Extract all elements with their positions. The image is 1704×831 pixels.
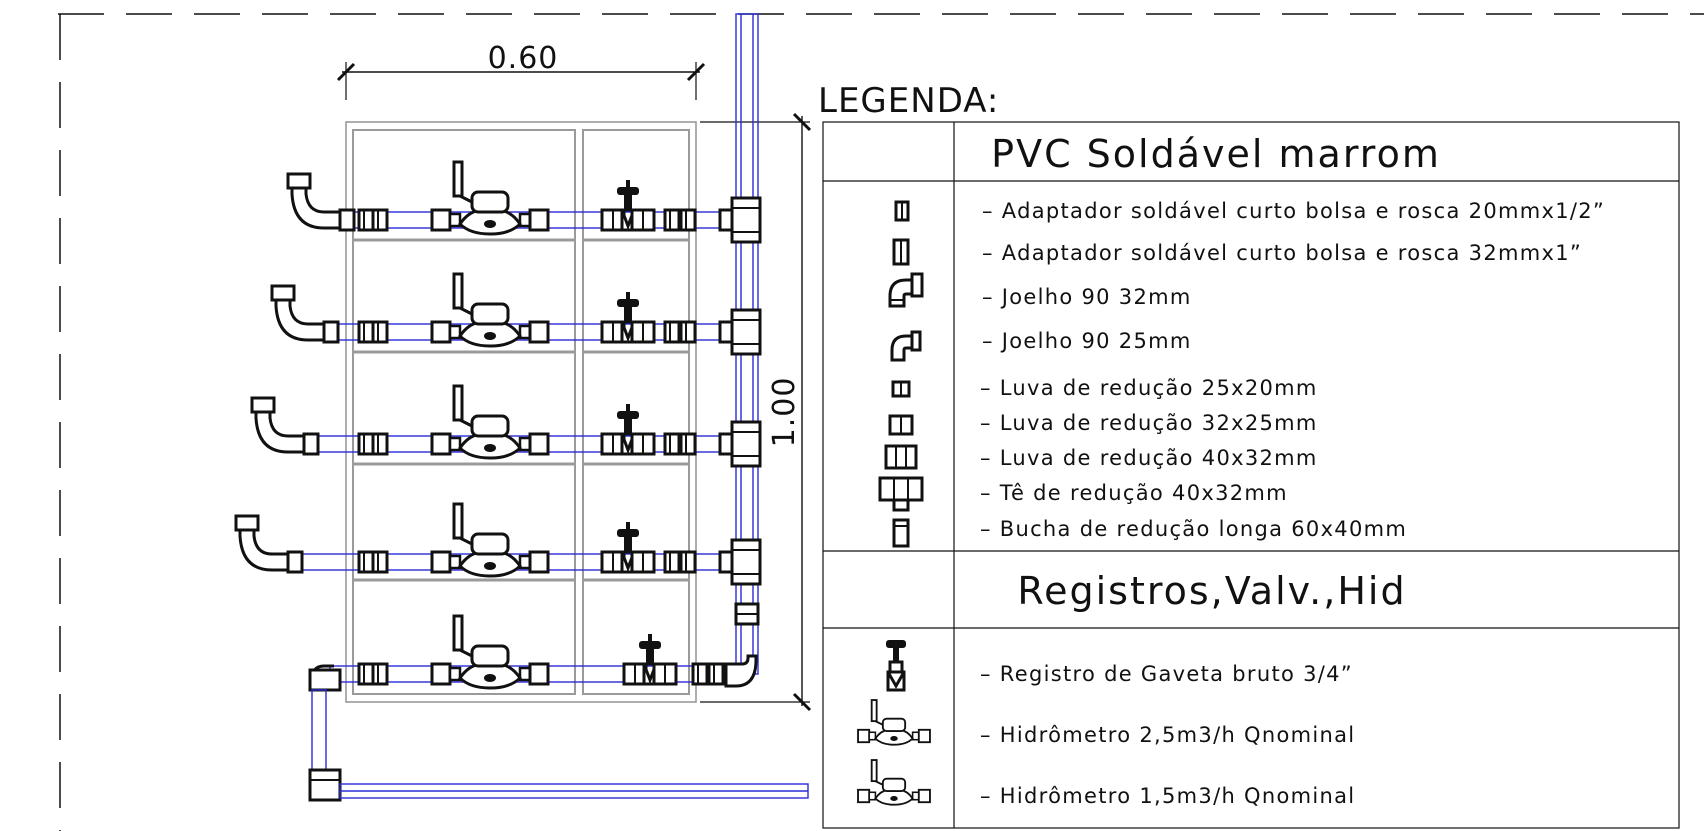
height-dimension: [700, 112, 812, 712]
legend-item: – Adaptador soldável curto bolsa e rosca…: [982, 241, 1582, 265]
branch-row-1: [286, 160, 762, 244]
branch-row-3: [250, 384, 762, 468]
water-meter-icon: [857, 699, 931, 746]
reducer-sleeve-medium-icon: [888, 414, 914, 436]
legend-item: – Registro de Gaveta bruto 3/4”: [980, 662, 1353, 686]
elbow-32-icon: [888, 272, 924, 308]
legend-item: – Luva de redução 32x25mm: [980, 411, 1318, 435]
riser-reducer: [734, 602, 760, 626]
height-dimension-label: 1.00: [767, 377, 802, 448]
feed-pipe: [308, 664, 809, 802]
legend-pvc-items: – Adaptador soldável curto bolsa e rosca…: [980, 199, 1605, 541]
legend-item: – Hidrômetro 1,5m3/h Qnominal: [980, 784, 1355, 808]
legend-section-registros: Registros,Valv.,Hid: [1017, 569, 1406, 613]
reducer-sleeve-large-icon: [884, 444, 918, 470]
adapter-small-icon: [894, 200, 910, 222]
reducer-bushing-icon: [892, 518, 910, 548]
legend-registro-items: – Registro de Gaveta bruto 3/4” – Hidrôm…: [980, 662, 1355, 808]
reducer-tee-icon: [878, 476, 924, 512]
legend-item: – Tê de redução 40x32mm: [980, 481, 1288, 505]
branch-row-2: [270, 272, 762, 356]
legend-item: – Joelho 90 25mm: [982, 329, 1192, 353]
legend-item: – Luva de redução 40x32mm: [980, 446, 1318, 470]
legend-table: [822, 121, 1680, 829]
reducer-sleeve-small-icon: [891, 380, 911, 398]
gate-valve-icon: [886, 640, 906, 692]
legend-item: – Hidrômetro 2,5m3/h Qnominal: [980, 723, 1355, 747]
branch-row-5: [329, 614, 758, 690]
legend-section-pvc: PVC Soldável marrom: [991, 132, 1441, 176]
elbow-25-icon: [890, 330, 922, 362]
legend-icons: [857, 200, 931, 806]
meter-cabinet: [345, 121, 697, 703]
branch-row-4: [234, 502, 762, 586]
sheet-border: [58, 13, 1704, 831]
width-dimension: [336, 62, 706, 100]
water-meter-icon: [857, 759, 931, 806]
adapter-large-icon: [892, 238, 910, 266]
legend-title: LEGENDA:: [818, 81, 999, 121]
legend-item: – Bucha de redução longa 60x40mm: [980, 517, 1407, 541]
legend-item: – Luva de redução 25x20mm: [980, 376, 1318, 400]
legend-item: – Joelho 90 32mm: [982, 285, 1192, 309]
width-dimension-label: 0.60: [488, 41, 559, 76]
legend-item: – Adaptador soldável curto bolsa e rosca…: [982, 199, 1605, 223]
